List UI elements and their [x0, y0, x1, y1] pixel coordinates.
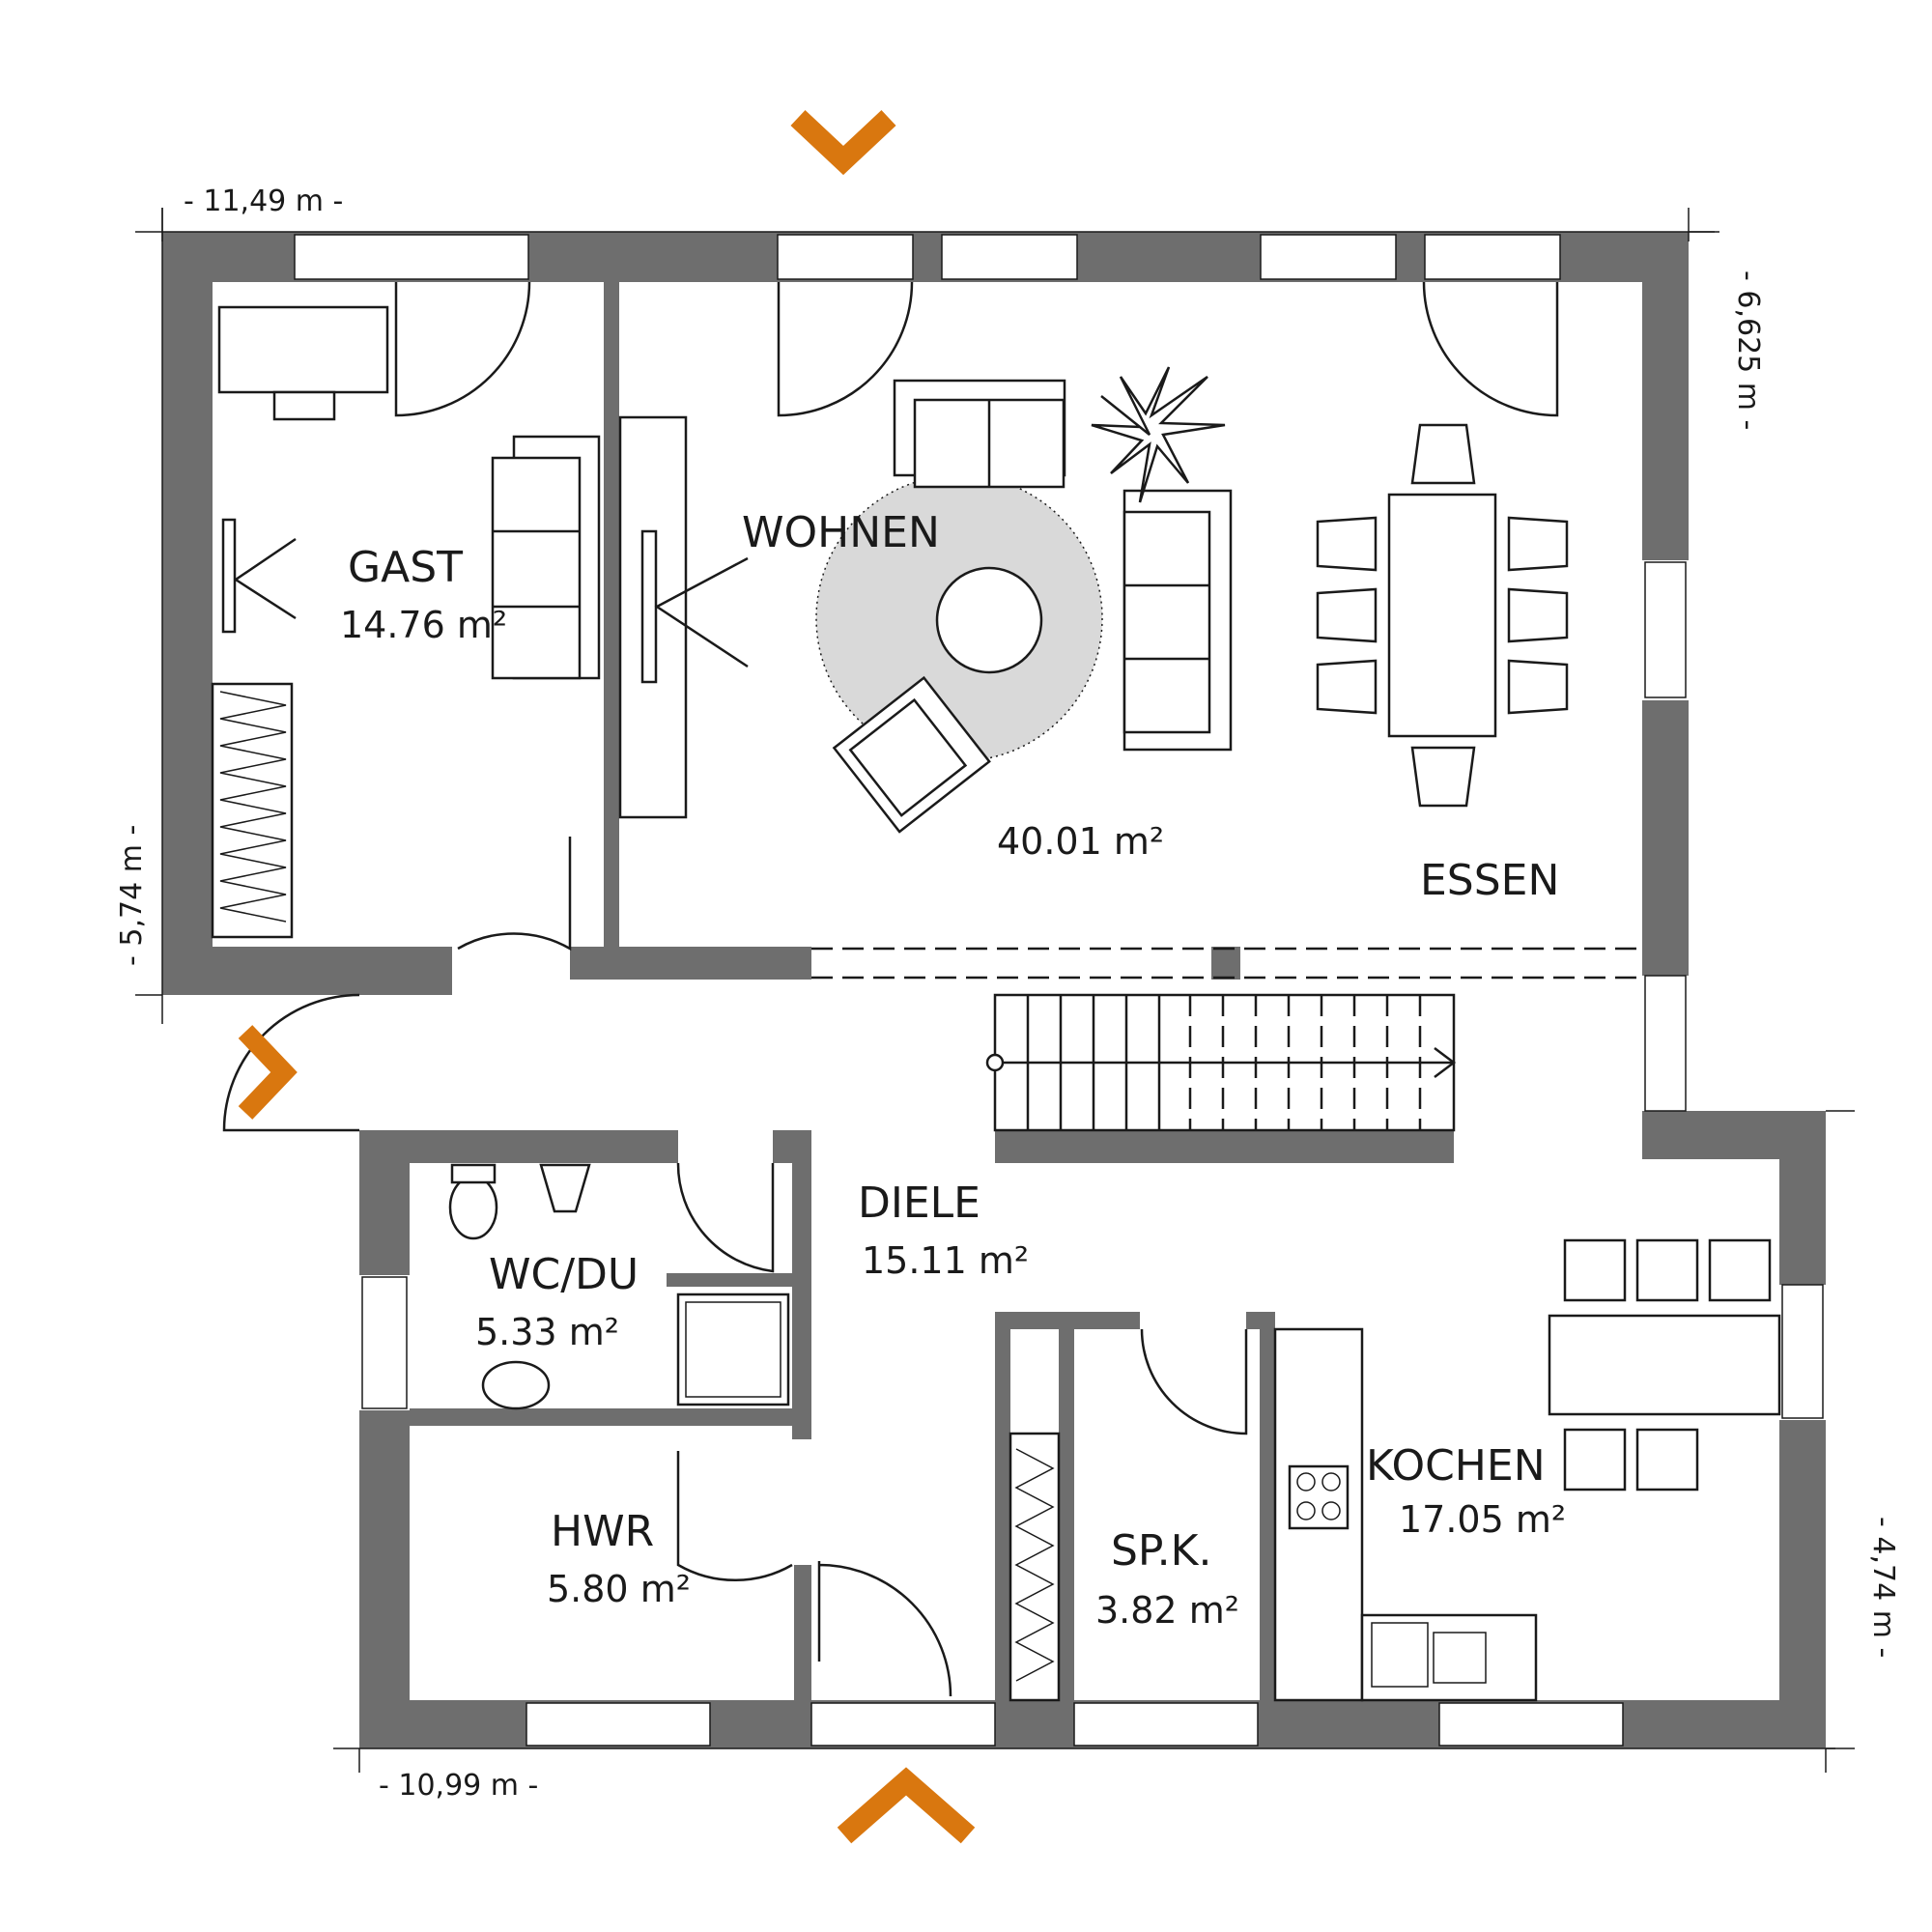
dimension-left: - 5,74 m -	[115, 825, 149, 966]
room-labels: GAST 14.76 m² WOHNEN 40.01 m² ESSEN DIEL…	[340, 508, 1566, 1632]
chevron-up-icon	[837, 1767, 976, 1844]
room-kochen-name: KOCHEN	[1366, 1441, 1546, 1491]
room-kochen-area: 17.05 m²	[1399, 1498, 1566, 1541]
room-wc-area: 5.33 m²	[475, 1311, 619, 1353]
chevron-down-icon	[790, 109, 896, 176]
dimension-right-bottom: - 4,74 m -	[1866, 1517, 1900, 1658]
door-swings	[222, 281, 1559, 1697]
room-gast-name: GAST	[348, 543, 463, 592]
windows	[294, 234, 1824, 1747]
room-gast-area: 14.76 m²	[340, 604, 507, 646]
dimension-top: - 11,49 m -	[184, 185, 343, 218]
wc-furniture	[448, 1163, 790, 1410]
room-wohnen-name: WOHNEN	[742, 508, 940, 557]
room-essen-name: ESSEN	[1420, 856, 1559, 905]
room-diele-area: 15.11 m²	[862, 1239, 1029, 1282]
room-wohnen-area: 40.01 m²	[997, 820, 1164, 863]
room-hwr-name: HWR	[551, 1507, 654, 1556]
room-hwr-area: 5.80 m²	[547, 1568, 691, 1610]
kochen-furniture	[1009, 1238, 1781, 1702]
wohnen-furniture	[618, 366, 1569, 834]
dimension-lines: - 11,49 m - - 10,99 m - - 5,74 m - - 6,6…	[115, 185, 1900, 1803]
room-spk-name: SP.K.	[1111, 1526, 1211, 1576]
orientation-markers	[238, 109, 976, 1844]
room-spk-area: 3.82 m²	[1095, 1589, 1239, 1632]
chevron-right-icon	[238, 1025, 298, 1120]
staircase	[811, 947, 1642, 1132]
room-wc-name: WC/DU	[489, 1250, 639, 1299]
gast-furniture	[211, 305, 601, 939]
dimension-right-top: - 6,625 m -	[1731, 270, 1765, 430]
plant-icon	[1091, 366, 1226, 503]
room-diele-name: DIELE	[858, 1179, 980, 1228]
dimension-bottom: - 10,99 m -	[379, 1769, 538, 1803]
